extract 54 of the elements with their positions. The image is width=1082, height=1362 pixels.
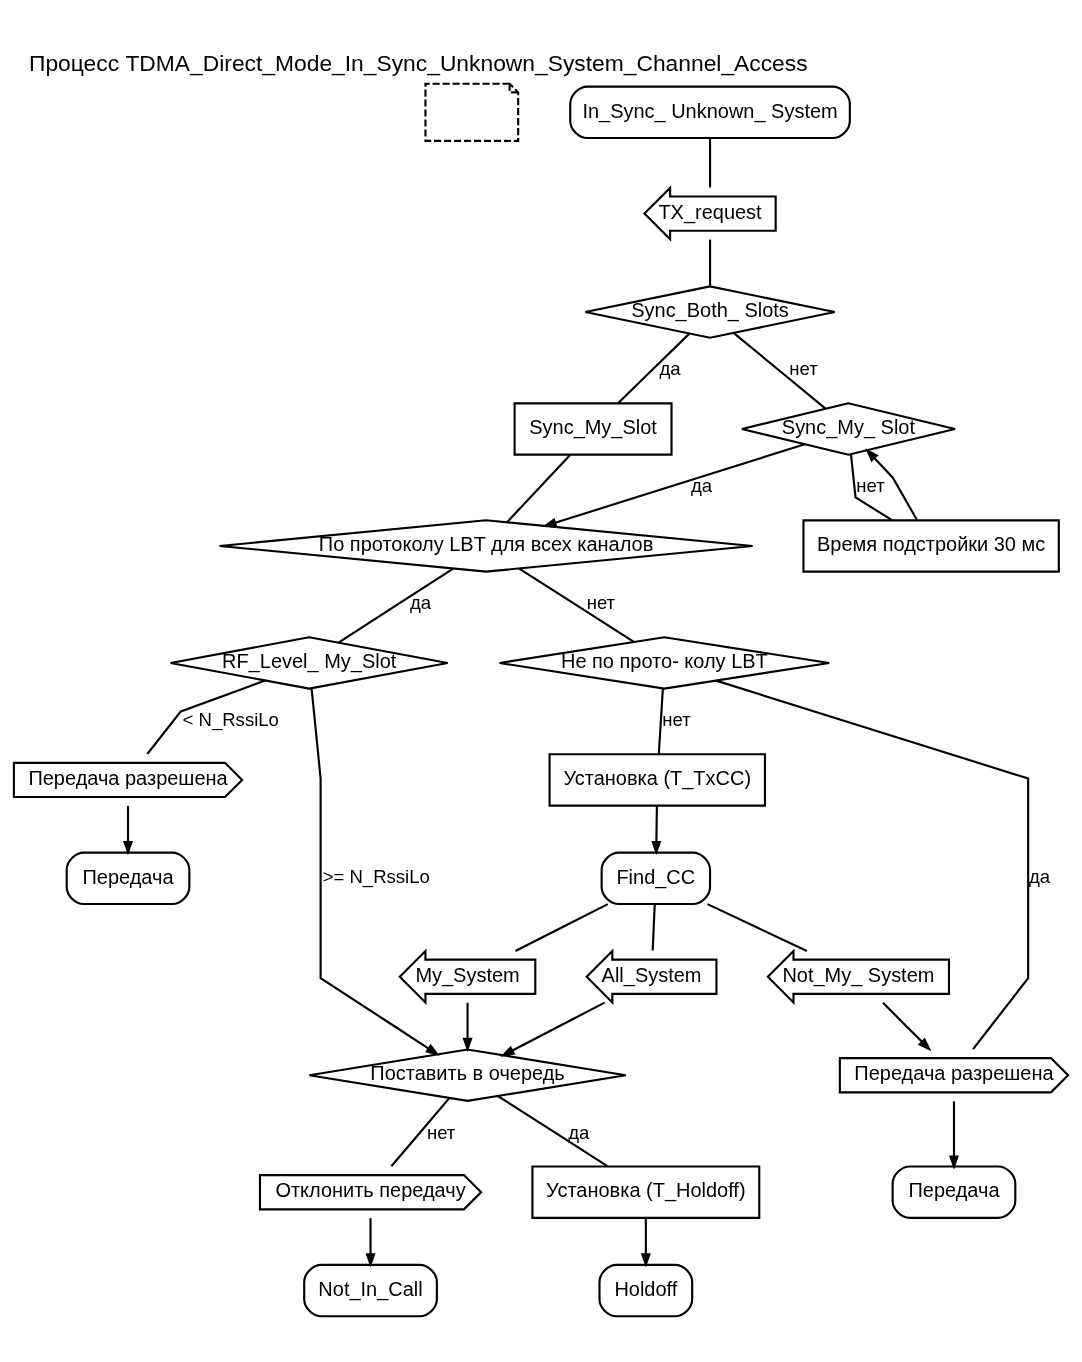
connector — [518, 567, 635, 643]
connector — [497, 1094, 608, 1167]
connector — [506, 453, 571, 523]
arrow — [123, 805, 134, 855]
connector — [651, 903, 656, 951]
edge-label: >= N_RssiLo — [322, 865, 430, 887]
node-box: Sync_My_Slot — [513, 401, 673, 456]
arrow — [882, 1001, 932, 1051]
connector — [338, 567, 454, 643]
node-box: Установка (T_TxCC) — [548, 752, 767, 807]
node-box: In_Sync_ Unknown_ System — [569, 85, 851, 139]
node-box: Find_CC — [600, 851, 712, 905]
edge-label: да — [659, 357, 681, 379]
arrow — [542, 442, 806, 527]
node-box: Время подстройки 30 мс — [802, 518, 1060, 573]
connector — [715, 679, 1030, 1050]
node-box: Holdoff — [598, 1263, 694, 1317]
edge-label: да — [1029, 865, 1051, 887]
node-diamond: RF_Level_ My_Slot — [169, 635, 449, 690]
connector — [514, 902, 609, 952]
arrow — [462, 1002, 473, 1052]
edge-label: нет — [662, 708, 691, 730]
edge-label: нет — [426, 1121, 456, 1143]
connector — [707, 902, 808, 952]
arrow — [500, 1001, 606, 1057]
arrow — [651, 805, 662, 855]
node-box: Not_In_Call — [303, 1263, 438, 1317]
edge-label: нет — [789, 357, 818, 379]
connector — [708, 137, 712, 187]
connector — [617, 332, 690, 404]
edge-label: нет — [856, 474, 885, 496]
connector — [390, 1096, 451, 1167]
edge-label: да — [568, 1121, 590, 1143]
connector — [849, 453, 893, 521]
node-box: Установка (T_Holdoff) — [531, 1164, 761, 1219]
node-diamond: Sync_Both_ Slots — [584, 284, 836, 339]
diagram-title: Процесс TDMA_Direct_Mode_In_Sync_Unknown_System_Channel_Access — [29, 49, 808, 76]
arrow — [640, 1217, 651, 1268]
arrow — [310, 688, 440, 1056]
node-diamond: Не по прото- колу LBT — [498, 635, 831, 690]
connector — [657, 688, 664, 754]
connector — [733, 332, 827, 410]
edge-label: да — [690, 474, 713, 496]
node-diamond: Sync_My_ Slot — [740, 401, 957, 456]
node-box: Передача — [65, 851, 191, 905]
edge-label: да — [409, 591, 432, 613]
arrow — [865, 447, 918, 520]
connector — [708, 239, 712, 286]
edge-label: < N_RssiLo — [182, 708, 279, 730]
node-box: Передача — [891, 1164, 1017, 1219]
arrow — [365, 1217, 376, 1268]
edge-label: нет — [586, 591, 616, 613]
connector — [146, 679, 266, 755]
arrow — [948, 1100, 959, 1170]
